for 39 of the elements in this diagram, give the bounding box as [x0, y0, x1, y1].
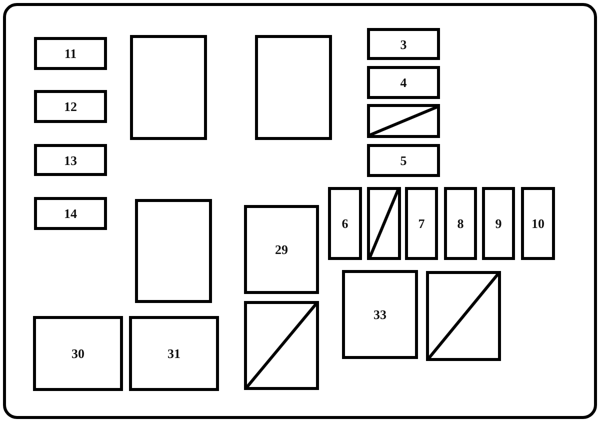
fuse-number: 10	[532, 217, 544, 230]
fuse-number: 13	[64, 154, 77, 166]
fuse-slot	[34, 90, 107, 123]
fuse-slot	[34, 144, 107, 176]
slashed-slot	[367, 104, 440, 138]
fuse-slot	[34, 197, 107, 230]
fuse-slot	[444, 187, 477, 260]
slashed-slot	[367, 187, 401, 260]
fuse-slot	[244, 205, 319, 294]
fuse-number: 12	[64, 100, 77, 113]
relay-slot	[130, 35, 207, 140]
fuse-slot	[328, 187, 362, 260]
fuse-number: 31	[168, 347, 180, 360]
fuse-slot	[367, 28, 440, 60]
fuse-slot	[129, 316, 219, 391]
fuse-slot	[367, 144, 440, 177]
fuse-number: 5	[400, 154, 407, 167]
fuse-slot	[34, 37, 107, 70]
fuse-slot	[342, 270, 418, 359]
fuse-number: 33	[374, 308, 386, 321]
fuse-slot	[482, 187, 515, 260]
fuse-number: 8	[457, 217, 464, 230]
relay-slot	[135, 199, 212, 303]
fuse-slot	[33, 316, 123, 391]
fuse-number: 30	[72, 347, 84, 360]
fuse-number: 29	[275, 243, 288, 256]
relay-slot	[255, 35, 332, 140]
fuse-slot	[367, 66, 440, 99]
slashed-slot	[426, 271, 501, 361]
fuse-slot	[521, 187, 555, 260]
fuse-slot	[405, 187, 438, 260]
fuse-number: 14	[64, 207, 77, 220]
slashed-slot	[244, 301, 319, 390]
fuse-number: 4	[400, 76, 407, 89]
fuse-number: 7	[418, 217, 425, 230]
fuse-number: 3	[400, 38, 407, 50]
fuse-number: 9	[495, 217, 502, 230]
fuse-number: 11	[64, 47, 77, 60]
fuse-number: 6	[342, 217, 348, 230]
